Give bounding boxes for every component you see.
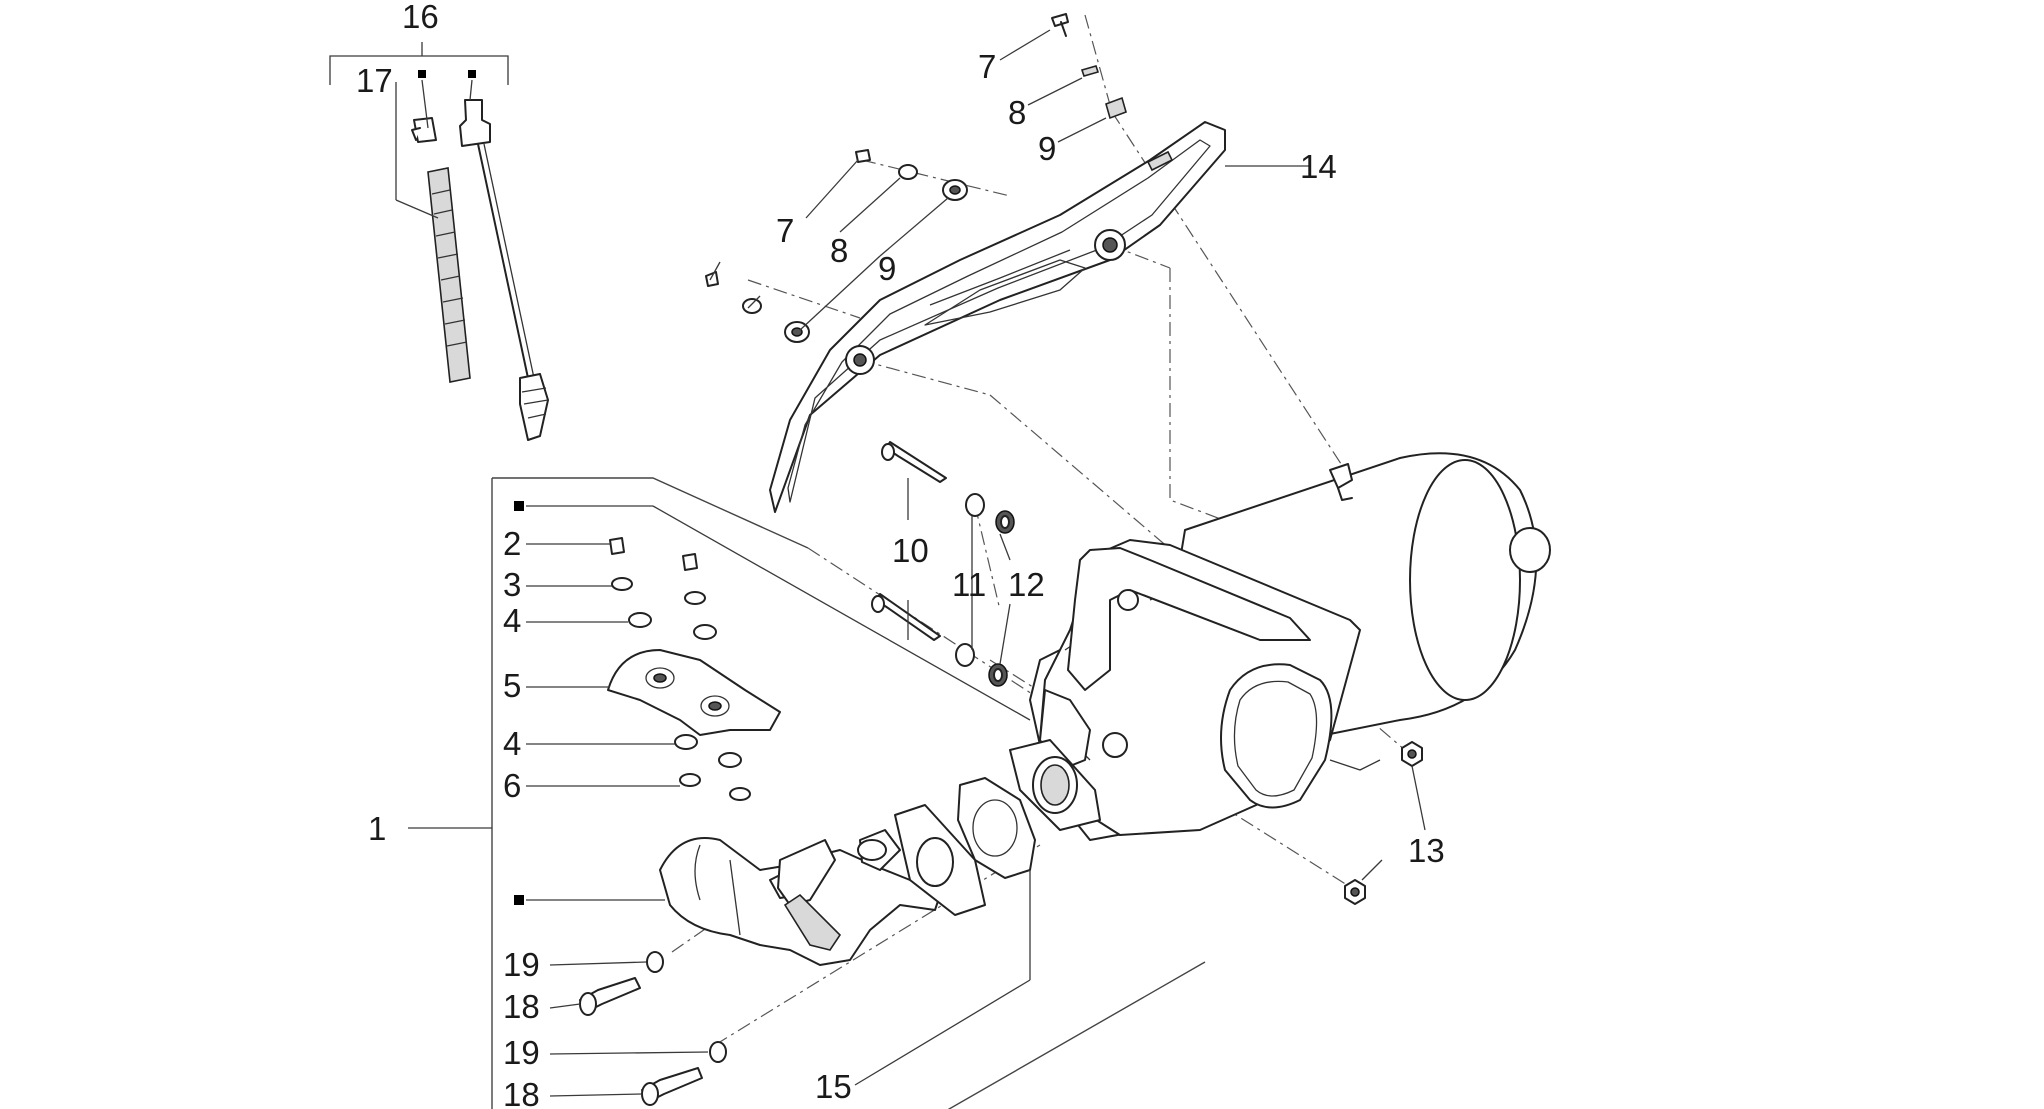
leader-lines bbox=[395, 29, 1426, 1097]
nuts-13 bbox=[1344, 741, 1423, 905]
kit-markers bbox=[418, 70, 524, 905]
callout-7-top: 7 bbox=[978, 48, 996, 85]
callout-5: 5 bbox=[503, 667, 521, 704]
callout-7-middle: 7 bbox=[776, 212, 794, 249]
bolt-set-18-19 bbox=[579, 951, 727, 1106]
callout-4-lower: 4 bbox=[503, 725, 521, 762]
callout-18-lower: 18 bbox=[503, 1076, 540, 1109]
kit-marker-square bbox=[418, 70, 426, 78]
callout-16: 16 bbox=[402, 0, 439, 35]
guard-fasteners bbox=[609, 537, 751, 801]
callout-17: 17 bbox=[356, 62, 393, 99]
callout-4-upper: 4 bbox=[503, 602, 521, 639]
callout-9-top: 9 bbox=[1038, 130, 1056, 167]
callout-3: 3 bbox=[503, 566, 521, 603]
muffler-flange bbox=[1009, 739, 1101, 831]
muffler-body bbox=[1029, 452, 1551, 841]
callout-8-top: 8 bbox=[1008, 94, 1026, 131]
bracket-16 bbox=[329, 42, 509, 85]
kit-marker-square bbox=[514, 501, 524, 511]
callout-12: 12 bbox=[1008, 566, 1045, 603]
callout-2: 2 bbox=[503, 525, 521, 562]
center-lines bbox=[671, 14, 1406, 1046]
callout-15: 15 bbox=[815, 1068, 852, 1105]
top-fastener-set bbox=[1051, 13, 1127, 120]
middle-fastener-set bbox=[705, 149, 968, 343]
exhaust-pipe bbox=[659, 804, 986, 966]
callout-11: 11 bbox=[952, 566, 986, 603]
heat-guard-5 bbox=[607, 649, 781, 736]
assembly-frame-1 bbox=[491, 477, 1206, 1109]
heat-shield-14 bbox=[769, 121, 1226, 513]
callout-19-upper: 19 bbox=[503, 946, 540, 983]
callout-18-upper: 18 bbox=[503, 988, 540, 1025]
kit-marker-square bbox=[514, 895, 524, 905]
oxygen-sensor-assembly bbox=[411, 99, 549, 441]
callout-9-middle: 9 bbox=[878, 250, 896, 287]
callout-8-middle: 8 bbox=[830, 232, 848, 269]
kit-marker-square bbox=[468, 70, 476, 78]
callout-14: 14 bbox=[1300, 148, 1337, 185]
callout-labels: 16 17 7 8 9 14 7 8 9 10 11 12 2 3 4 5 4 … bbox=[356, 0, 1445, 1109]
callout-13: 13 bbox=[1408, 832, 1445, 869]
callout-19-lower: 19 bbox=[503, 1034, 540, 1071]
callout-1: 1 bbox=[368, 810, 386, 847]
callout-6: 6 bbox=[503, 767, 521, 804]
callout-10: 10 bbox=[892, 532, 929, 569]
